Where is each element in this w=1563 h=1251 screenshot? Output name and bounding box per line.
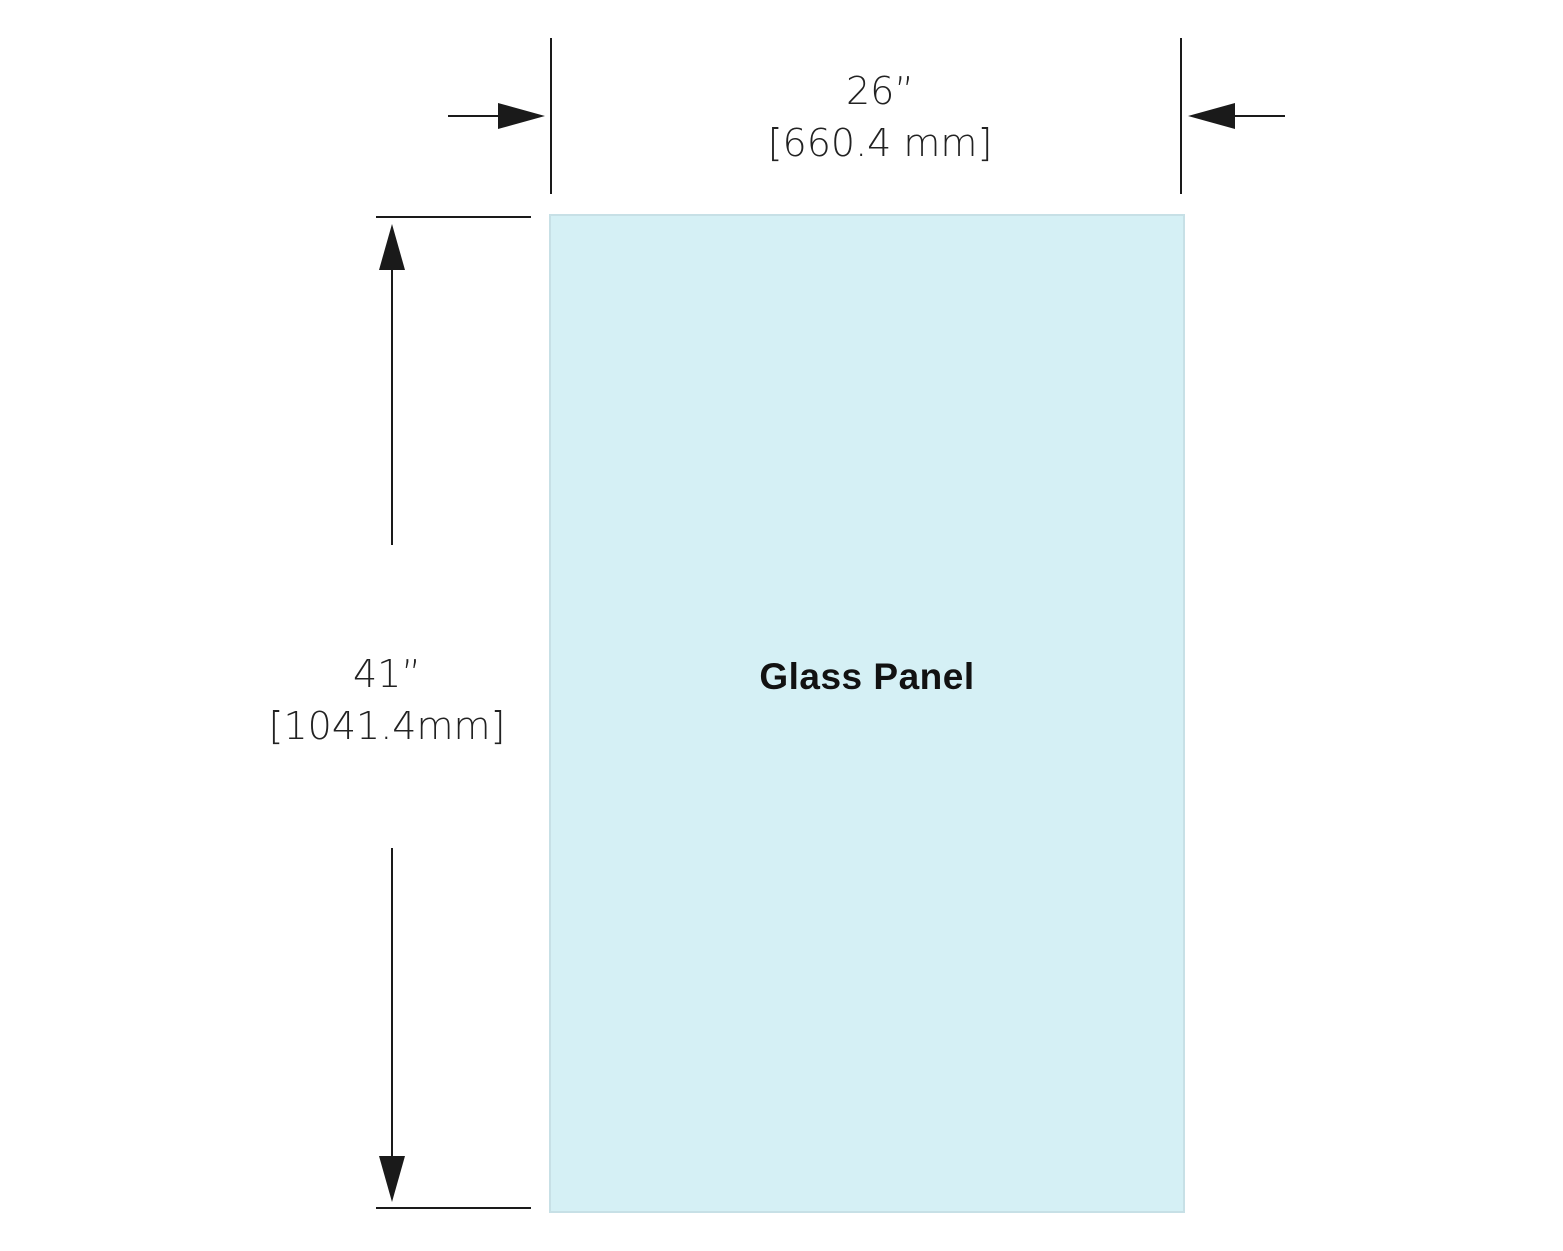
glass-panel: Glass Panel (549, 214, 1185, 1213)
arrow-left-icon (1188, 103, 1285, 129)
glass-panel-label: Glass Panel (759, 656, 975, 697)
height-dimension-label: 41” [1041.4mm] (237, 648, 537, 752)
height-metric: [1041.4mm] (268, 704, 506, 748)
arrow-up-icon (379, 224, 405, 545)
arrow-down-icon (379, 848, 405, 1202)
height-imperial: 41” (352, 652, 422, 696)
width-dimension-label: 26” [660.4 mm] (680, 65, 1080, 169)
arrow-right-icon (448, 103, 545, 129)
width-imperial: 26” (845, 69, 915, 113)
width-metric: [660.4 mm] (767, 121, 993, 165)
